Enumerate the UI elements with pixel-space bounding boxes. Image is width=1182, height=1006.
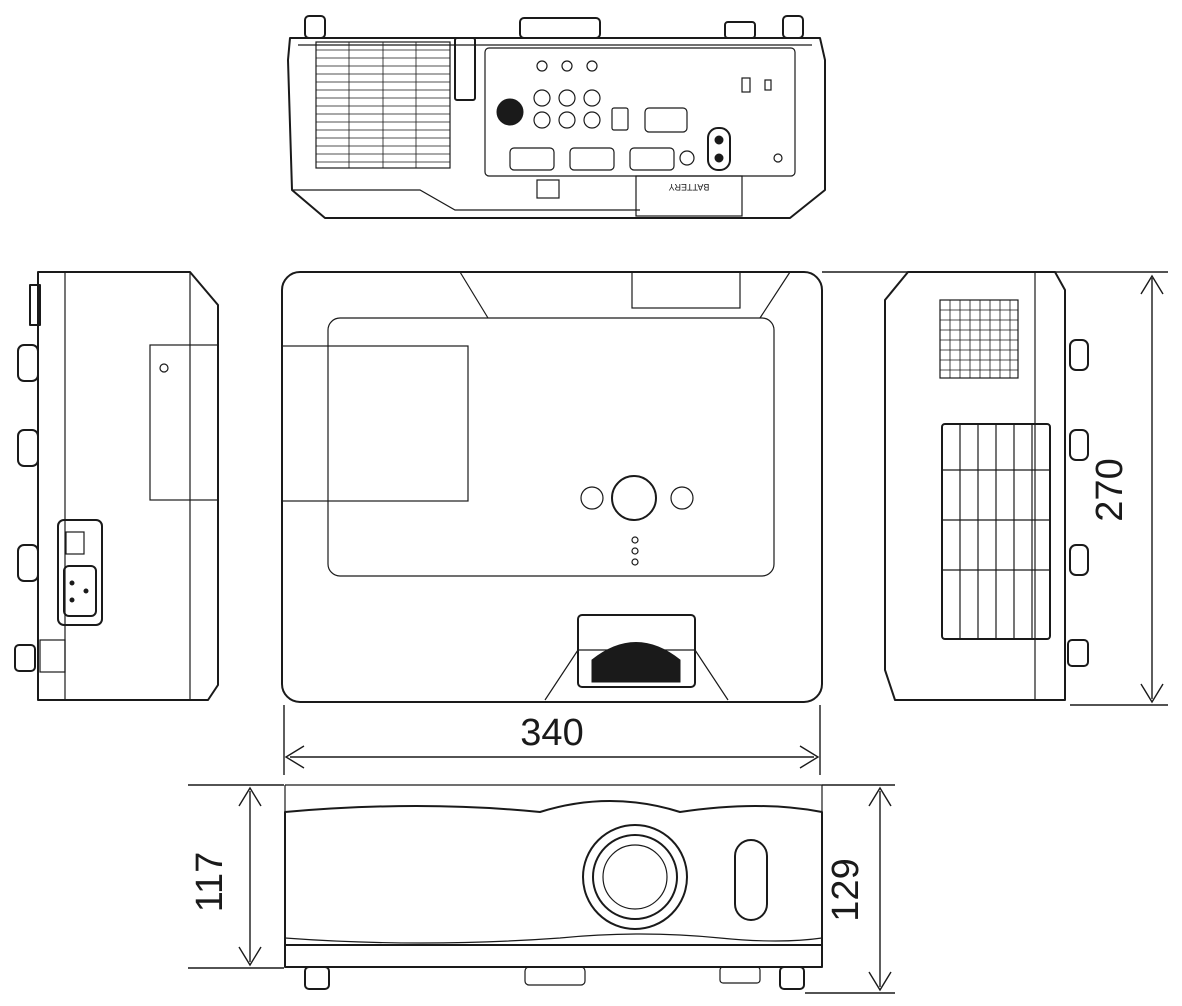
dimension-depth: 270 xyxy=(822,271,1168,706)
control-pad-icon xyxy=(580,475,694,566)
dimension-height-total: 129 xyxy=(805,784,895,994)
connector-panel xyxy=(484,47,796,177)
left-side-view xyxy=(14,271,219,701)
front-view xyxy=(284,784,823,990)
rear-view: BATTERY xyxy=(287,15,826,219)
filter-grille xyxy=(941,423,1051,640)
vga-port-icon xyxy=(509,107,688,171)
battery-label: BATTERY xyxy=(669,182,710,192)
lan-port-icon xyxy=(536,179,560,199)
dimension-width: 340 xyxy=(283,705,821,775)
height-body-value: 117 xyxy=(189,852,231,913)
right-side-view xyxy=(884,271,1089,701)
dimension-height-body: 117 xyxy=(188,784,284,969)
power-socket-icon xyxy=(57,519,103,626)
depth-value: 270 xyxy=(1089,458,1131,521)
rear-vent-grille xyxy=(315,41,451,169)
projector-lens-icon xyxy=(582,824,688,930)
top-view xyxy=(281,271,823,703)
speaker-grille xyxy=(939,299,1019,379)
height-total-value: 129 xyxy=(825,858,867,921)
width-value: 340 xyxy=(520,712,583,754)
